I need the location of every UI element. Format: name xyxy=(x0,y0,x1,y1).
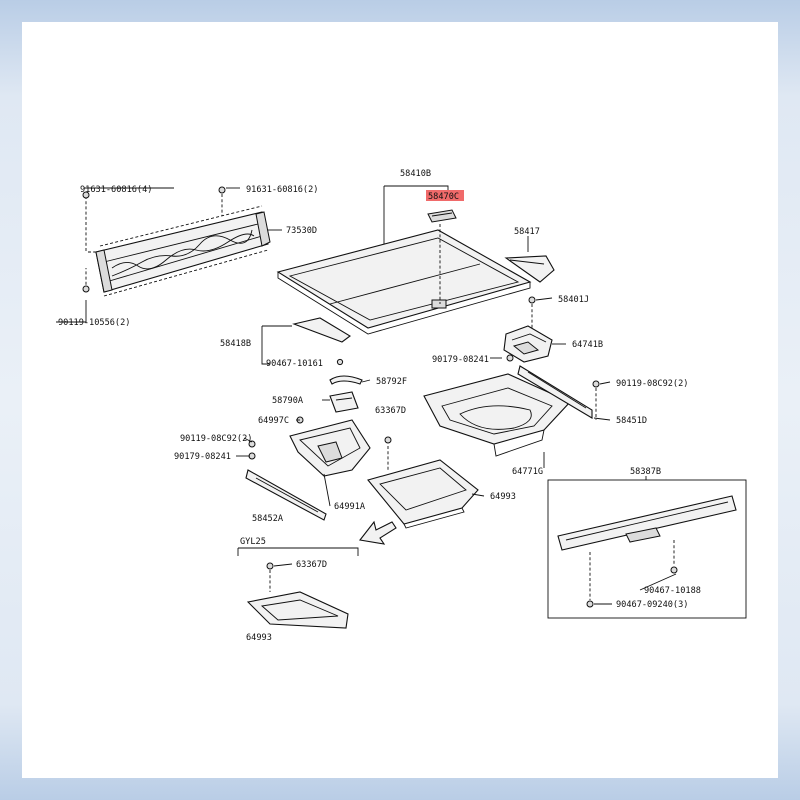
label-64993-a: 64993 xyxy=(490,492,516,502)
label-64991A: 64991A xyxy=(334,502,366,512)
label-58401J: 58401J xyxy=(558,295,589,305)
label-58790A: 58790A xyxy=(272,396,304,406)
rear-brace-73530D xyxy=(95,211,271,293)
label-64993-b: 64993 xyxy=(246,633,272,643)
label-58452A: 58452A xyxy=(252,514,284,524)
label-63367D-a: 63367D xyxy=(375,406,406,416)
label-90179-08241-a: 90179-08241 xyxy=(432,355,489,365)
clip-58470C xyxy=(427,209,457,223)
label-64997C: 64997C xyxy=(258,416,289,426)
box-64991A xyxy=(289,419,371,477)
bracket-64741B xyxy=(503,325,553,363)
rail-58451D xyxy=(517,365,593,419)
label-63367D-b: 63367D xyxy=(296,560,327,570)
label-90119-10556: 90119-10556(2) xyxy=(58,318,130,328)
label-58417: 58417 xyxy=(514,227,540,237)
cover-58792F xyxy=(329,375,363,385)
label-90467-10188: 90467-10188 xyxy=(644,586,701,596)
label-GYL25: GYL25 xyxy=(240,537,266,547)
trim-58418B xyxy=(292,317,351,343)
highlight-58470C xyxy=(426,190,464,201)
label-91631-2: 91631-60816(2) xyxy=(246,185,318,195)
label-58410B: 58410B xyxy=(400,169,431,179)
label-90119-08C92-b: 90119-08C92(2) xyxy=(180,434,252,444)
gyl25-group xyxy=(237,547,359,629)
tray-64993 xyxy=(367,459,479,529)
label-90467-09240: 90467-09240(3) xyxy=(616,600,688,610)
label-58387B: 58387B xyxy=(630,467,661,477)
block-58790A xyxy=(329,391,359,413)
label-58470C: 58470C xyxy=(428,192,459,202)
label-91631-4: 91631-60816(4) xyxy=(80,185,152,195)
label-58792F: 58792F xyxy=(376,377,407,387)
label-58451D: 58451D xyxy=(616,416,647,426)
tub-64771G xyxy=(423,373,571,457)
label-64771G: 64771G xyxy=(512,467,543,477)
deck-board-58410B xyxy=(276,229,532,335)
direction-arrow xyxy=(358,520,397,545)
inset-58387B xyxy=(547,479,747,619)
trim-58417 xyxy=(504,255,555,283)
label-73530D: 73530D xyxy=(286,226,317,236)
label-58418B: 58418B xyxy=(220,339,251,349)
rail-58452A xyxy=(245,469,327,521)
label-64741B: 64741B xyxy=(572,340,603,350)
label-90179-08241-b: 90179-08241 xyxy=(174,452,231,462)
diagram-sheet xyxy=(22,22,778,778)
label-90467-10161: 90467-10161 xyxy=(266,359,323,369)
label-90119-08C92-a: 90119-08C92(2) xyxy=(616,379,688,389)
